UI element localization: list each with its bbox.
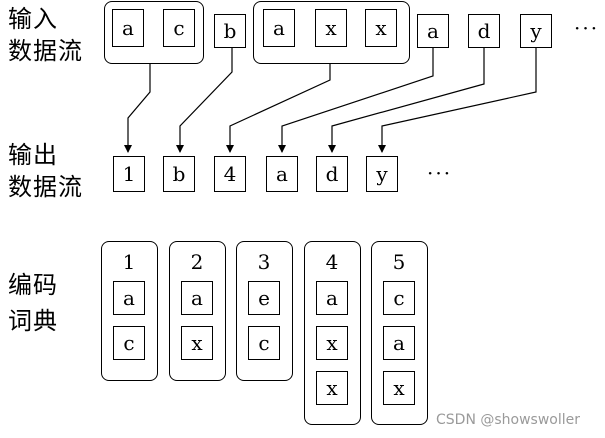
output-ellipsis: ···: [427, 161, 453, 185]
dict-symbol: c: [248, 326, 280, 360]
input-symbol: y: [520, 14, 552, 48]
input-symbol: c: [163, 9, 195, 47]
dict-symbol: x: [383, 371, 415, 405]
input-symbol: a: [417, 14, 449, 48]
input-symbol: d: [468, 14, 500, 48]
dict-index: 1: [122, 250, 136, 274]
dict-label-line1: 编码: [8, 271, 58, 299]
arrow-group2-to-out3: [226, 64, 331, 153]
arrow-b-to-out2: [176, 48, 233, 153]
output-symbol: d: [316, 156, 348, 192]
arrow-d-to-out5: [328, 48, 485, 153]
output-label-line2: 数据流: [8, 173, 83, 201]
input-symbol: x: [315, 9, 347, 47]
watermark: CSDN @showswoller: [436, 412, 581, 428]
input-symbol: a: [263, 9, 295, 47]
output-symbol: y: [366, 156, 398, 192]
dict-symbol: c: [383, 281, 415, 315]
input-symbol: a: [112, 9, 144, 47]
output-symbol: 1: [113, 156, 145, 192]
input-symbol: b: [214, 14, 246, 48]
dict-symbol: a: [316, 281, 348, 315]
dict-entry-4: [304, 241, 361, 425]
dict-entry-1: [101, 241, 158, 381]
input-label-line1: 输入: [8, 5, 58, 33]
dict-label-line2: 词典: [8, 307, 58, 335]
dict-symbol: c: [113, 326, 145, 360]
input-group-axx: [253, 1, 410, 64]
dict-entry-3: [236, 241, 293, 381]
input-label-line2: 数据流: [8, 37, 83, 65]
arrow-y-to-out6: [378, 48, 537, 153]
output-symbol: a: [266, 156, 298, 192]
dict-symbol: x: [316, 326, 348, 360]
dict-index: 3: [257, 250, 271, 274]
output-label-line1: 输出: [8, 141, 58, 169]
output-symbol: b: [163, 156, 195, 192]
input-ellipsis: ···: [574, 16, 600, 40]
input-symbol: x: [365, 9, 397, 47]
arrow-group1-to-out1: [124, 64, 151, 153]
dict-symbol: x: [181, 326, 213, 360]
dict-index: 2: [190, 250, 204, 274]
dict-symbol: a: [113, 281, 145, 315]
dict-symbol: x: [316, 371, 348, 405]
dict-symbol: e: [248, 281, 280, 315]
output-symbol: 4: [214, 156, 246, 192]
arrow-a-to-out4: [278, 48, 434, 153]
dict-symbol: a: [383, 326, 415, 360]
dict-index: 4: [325, 250, 339, 274]
dict-index: 5: [392, 250, 406, 274]
dict-entry-2: [169, 241, 226, 381]
input-group-ac: [104, 1, 204, 64]
dict-symbol: a: [181, 281, 213, 315]
dict-entry-5: [371, 241, 428, 425]
